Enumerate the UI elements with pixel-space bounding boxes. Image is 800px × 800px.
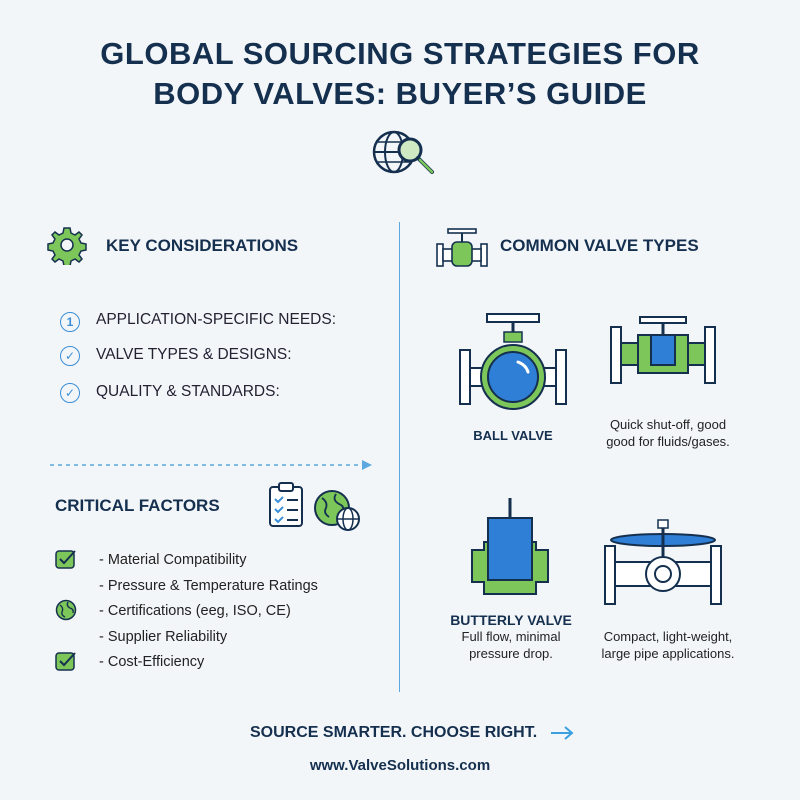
gate-valve-illustration	[610, 316, 716, 384]
check-circle-icon: ✓	[60, 346, 80, 366]
valve-icon	[436, 228, 488, 267]
butterfly-valve-description: Full flow, minimal pressure drop.	[461, 629, 561, 661]
ball-valve-label: BALL VALVE	[473, 428, 553, 443]
globe-valve-illustration	[604, 519, 722, 605]
check-circle-icon: ✓	[60, 383, 80, 403]
gear-icon	[47, 227, 87, 265]
dashed-arrow	[50, 460, 372, 470]
page-title: GLOBAL SOURCING STRATEGIES FOR BODY VALV…	[0, 34, 800, 114]
consideration-item-valve-types: VALVE TYPES & DESIGNS:	[96, 346, 292, 363]
critical-factors-heading: CRITICAL FACTORS	[55, 496, 220, 515]
title-line-1: GLOBAL SOURCING STRATEGIES FOR	[100, 36, 700, 71]
gate-valve-description: Quick shut-off, good good for fluids/gas…	[606, 417, 730, 449]
factor-item: - Pressure & Temperature Ratings	[99, 578, 318, 594]
factor-item: - Certifications (eeg, ISO, CE)	[99, 603, 291, 619]
globe-icon	[55, 599, 77, 621]
footer-tagline: SOURCE SMARTER. CHOOSE RIGHT.	[250, 724, 538, 741]
consideration-item-quality: QUALITY & STANDARDS:	[96, 383, 280, 400]
arrow-right-icon	[551, 726, 574, 740]
number-one-icon: 1	[60, 312, 80, 332]
check-square-icon	[55, 550, 76, 569]
ball-valve-illustration	[459, 313, 567, 410]
globe-valve-description: Compact, light-weight, large pipe applic…	[601, 629, 735, 661]
website-url[interactable]: www.ValveSolutions.com	[309, 757, 491, 774]
title-line-2: BODY VALVES: BUYER’S GUIDE	[153, 76, 647, 111]
butterfly-valve-illustration	[471, 498, 549, 595]
consideration-item-application: APPLICATION-SPECIFIC NEEDS:	[96, 311, 337, 328]
valve-types-heading: COMMON VALVE TYPES	[500, 236, 699, 255]
check-square-icon	[55, 652, 76, 671]
key-considerations-heading: KEY CONSIDERATIONS	[106, 236, 299, 255]
clipboard-checklist-icon	[269, 482, 303, 527]
butterfly-valve-label: BUTTERLY VALVE	[450, 612, 572, 628]
globe-network-icon	[314, 490, 360, 531]
factor-item: - Cost-Efficiency	[99, 654, 205, 670]
globe-search-icon	[372, 130, 434, 174]
factor-item: - Material Compatibility	[99, 552, 247, 568]
factor-item: - Supplier Reliability	[99, 629, 228, 645]
vertical-divider	[399, 222, 400, 692]
